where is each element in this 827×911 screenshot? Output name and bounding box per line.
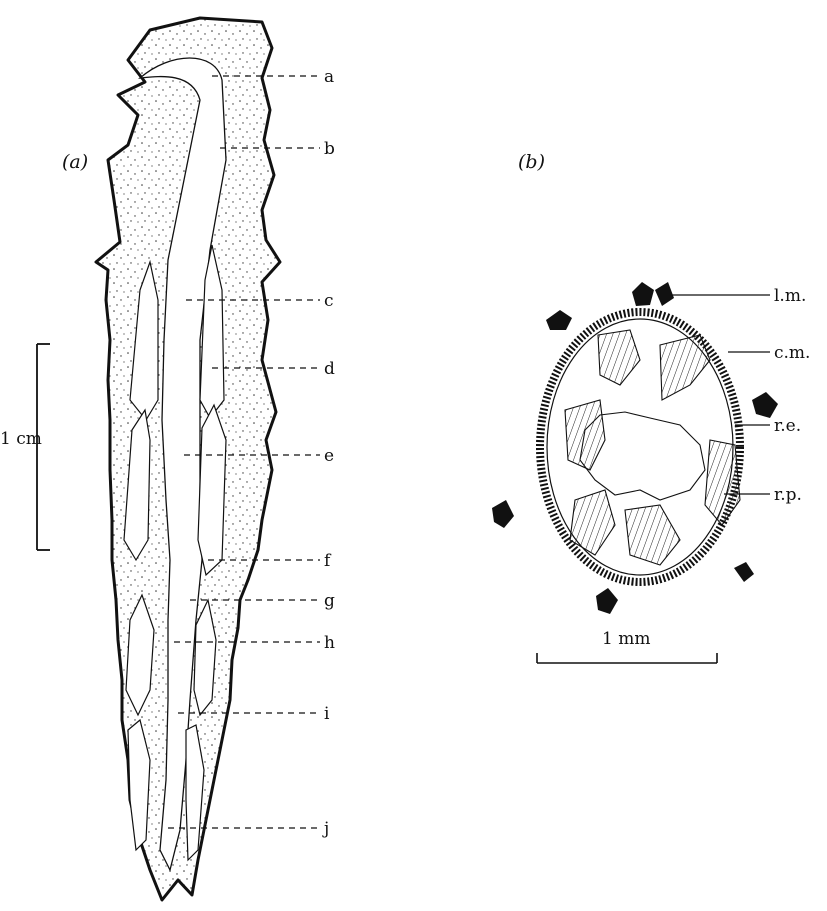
chamber-right-2 bbox=[198, 405, 226, 575]
muscle-bundle bbox=[632, 282, 654, 306]
radial-plate-5 bbox=[570, 490, 615, 555]
label-f: f bbox=[324, 551, 332, 571]
radial-plate-6 bbox=[625, 505, 680, 565]
muscle-bundle bbox=[734, 562, 754, 582]
scale-bar-1mm-label: 1 mm bbox=[602, 629, 650, 649]
label-c: c bbox=[324, 291, 334, 311]
scale-bar-1cm-label: 1 cm bbox=[0, 429, 42, 449]
label-rp: r.p. bbox=[774, 485, 802, 505]
panel-b-labels: l.m. c.m. r.e. r.p. bbox=[774, 286, 810, 505]
muscle-bundle bbox=[492, 500, 514, 528]
scale-bar-1mm bbox=[537, 653, 717, 663]
label-i: i bbox=[324, 704, 330, 724]
muscle-bundle bbox=[596, 588, 618, 614]
panel-a-drawing bbox=[96, 18, 280, 900]
label-d: d bbox=[324, 359, 335, 379]
panel-a-title: (a) bbox=[62, 151, 88, 173]
radial-plate-4 bbox=[705, 440, 740, 525]
radial-plate-2 bbox=[660, 335, 710, 400]
radial-plate-1 bbox=[598, 330, 640, 385]
label-re: r.e. bbox=[774, 416, 801, 436]
panel-b-title: (b) bbox=[518, 151, 545, 173]
label-g: g bbox=[324, 591, 335, 611]
label-j: j bbox=[322, 819, 329, 839]
muscle-bundle bbox=[752, 392, 778, 418]
label-h: h bbox=[324, 633, 335, 653]
panel-a-labels: a b c d e f g h i j bbox=[322, 67, 335, 839]
label-cm: c.m. bbox=[774, 343, 810, 363]
label-lm: l.m. bbox=[774, 286, 806, 306]
label-b: b bbox=[324, 139, 335, 159]
label-a: a bbox=[324, 67, 334, 87]
muscle-bundle bbox=[655, 282, 674, 306]
muscle-bundle bbox=[546, 310, 572, 330]
label-e: e bbox=[324, 446, 334, 466]
panel-b-drawing bbox=[492, 282, 778, 614]
